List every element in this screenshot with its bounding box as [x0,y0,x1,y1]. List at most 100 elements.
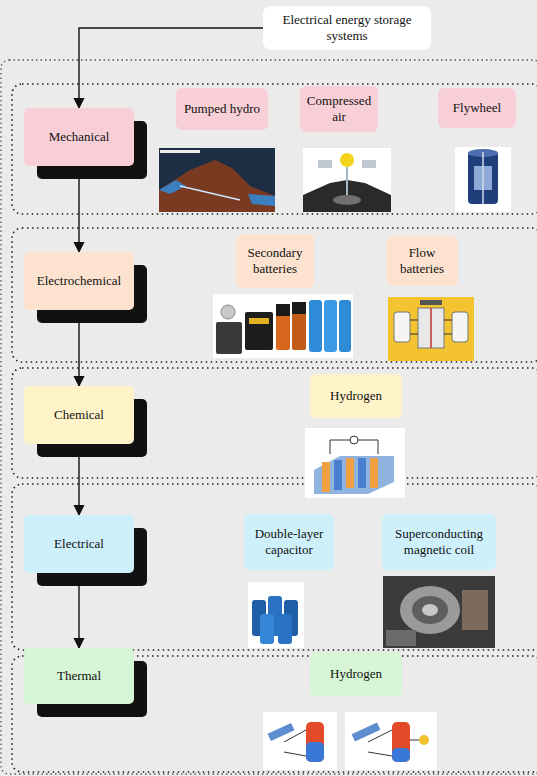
thermal-illustration-part [345,712,437,770]
box-label: Hydrogen [330,666,382,682]
coil-illustration-part [386,630,416,646]
compressed-air-illustration-part [303,148,391,212]
box-label: Electrical [54,536,104,552]
flow-arrow [78,166,79,252]
compressed-air-illustration [303,148,391,212]
secondary-batteries-illustration-part [324,300,337,352]
flow-batteries-illustration-part [430,308,432,348]
hydrogen-fuel-cell-illustration-part [334,460,342,490]
secondary-batteries-illustration-part [292,302,306,350]
pumped-hydro-illustration [159,148,275,212]
flow-batteries-illustration-part [410,320,452,334]
secondary-batteries-illustration-part [245,312,273,350]
box-label: Flow batteries [392,245,452,278]
thermal-illustration-part [284,730,306,756]
box-label: Secondary batteries [242,245,308,278]
secondary-batteries-illustration-part [216,322,242,354]
technology-box: Double-layer capacitor [244,514,334,570]
category-bands-part [12,228,537,362]
compressed-air-illustration-part [333,195,361,205]
hydrogen-fuel-cell-illustration-part [314,456,394,494]
box-label: Superconducting magnetic coil [388,526,490,559]
flywheel-illustration-part [468,152,498,204]
coil-illustration [383,576,495,648]
box-label: Hydrogen [330,388,382,404]
secondary-batteries-illustration-part [276,304,290,316]
category-box: Mechanical [24,108,134,166]
box-label: Flywheel [453,100,501,116]
flow-arrow [78,310,79,386]
flywheel-illustration-part [482,152,484,204]
flow-batteries-illustration [388,297,474,361]
secondary-batteries-illustration-part [213,294,353,358]
compressed-air-illustration-part [346,167,348,196]
hydrogen-fuel-cell-illustration-part [346,458,354,488]
flywheel-illustration [455,147,511,212]
box-label: Electrical energy storage systems [269,12,425,45]
flywheel-illustration-part [455,147,511,212]
box-label: Chemical [54,407,104,423]
secondary-batteries-illustration-part [292,302,306,314]
capacitor-illustration [248,582,304,648]
technology-box: Flow batteries [386,236,458,286]
thermal-illustration-part [306,722,324,762]
technology-box: Hydrogen [310,374,402,418]
hydrogen-fuel-cell-illustration-part [358,458,366,488]
thermal-illustration-part [263,712,337,770]
flow-arrow [78,444,79,515]
category-box: Chemical [24,386,134,444]
compressed-air-illustration-part [340,153,354,167]
category-bands-part [12,656,537,772]
category-bands-part [12,84,537,214]
secondary-batteries-illustration-part [249,318,269,324]
coil-illustration-part [462,590,488,630]
pumped-hydro-illustration-part [160,150,200,153]
coil-illustration-part [400,586,460,634]
technology-box: Secondary batteries [236,234,314,288]
box-label: Double-layer capacitor [250,526,328,559]
pumped-hydro-illustration-part [180,186,240,200]
capacitor-illustration-part [278,614,292,644]
pumped-hydro-illustration-part [248,194,275,206]
hydrogen-fuel-cell-illustration [305,428,405,498]
flow-batteries-illustration-part [394,312,410,342]
secondary-batteries-illustration-part [309,300,322,352]
box-label: Electrochemical [37,273,121,289]
category-box: Electrical [24,515,134,573]
root-box: Electrical energy storage systems [263,6,431,50]
category-bands-part [12,368,537,478]
thermal-illustration-part [419,735,429,745]
thermal-illustration-part [306,742,324,762]
thermal-illustration-part [368,730,419,756]
box-label: Mechanical [49,129,110,145]
technology-box: Superconducting magnetic coil [382,514,496,570]
technology-box: Pumped hydro [176,88,268,130]
secondary-batteries-illustration-part [339,300,351,352]
category-box: Thermal [24,648,134,704]
category-box: Electrochemical [24,252,134,310]
box-label: Thermal [57,668,101,684]
secondary-batteries-illustration-part [221,305,235,319]
coil-illustration-part [422,604,438,616]
capacitor-illustration-part [248,582,304,648]
pumped-hydro-illustration-part [159,160,275,212]
secondary-batteries-illustration [213,294,353,358]
thermal-illustration-part [392,722,410,762]
technology-box: Flywheel [438,88,516,128]
flow-batteries-illustration-part [388,297,474,361]
flow-batteries-illustration-part [418,308,444,348]
hydrogen-fuel-cell-illustration-part [350,436,358,444]
category-bands [12,84,537,772]
flow-batteries-illustration-part [452,312,468,342]
secondary-batteries-illustration-part [276,304,290,350]
box-label: Pumped hydro [184,101,260,117]
capacitor-illustration-part [260,614,274,644]
hydrogen-fuel-cell-illustration-part [305,428,405,498]
compressed-air-illustration-part [362,160,376,168]
pumped-hydro-illustration-part [159,148,275,212]
thermal-illustration-part [352,722,381,741]
box-label: Compressed air [306,93,372,126]
outer-dotted-border [1,60,537,774]
